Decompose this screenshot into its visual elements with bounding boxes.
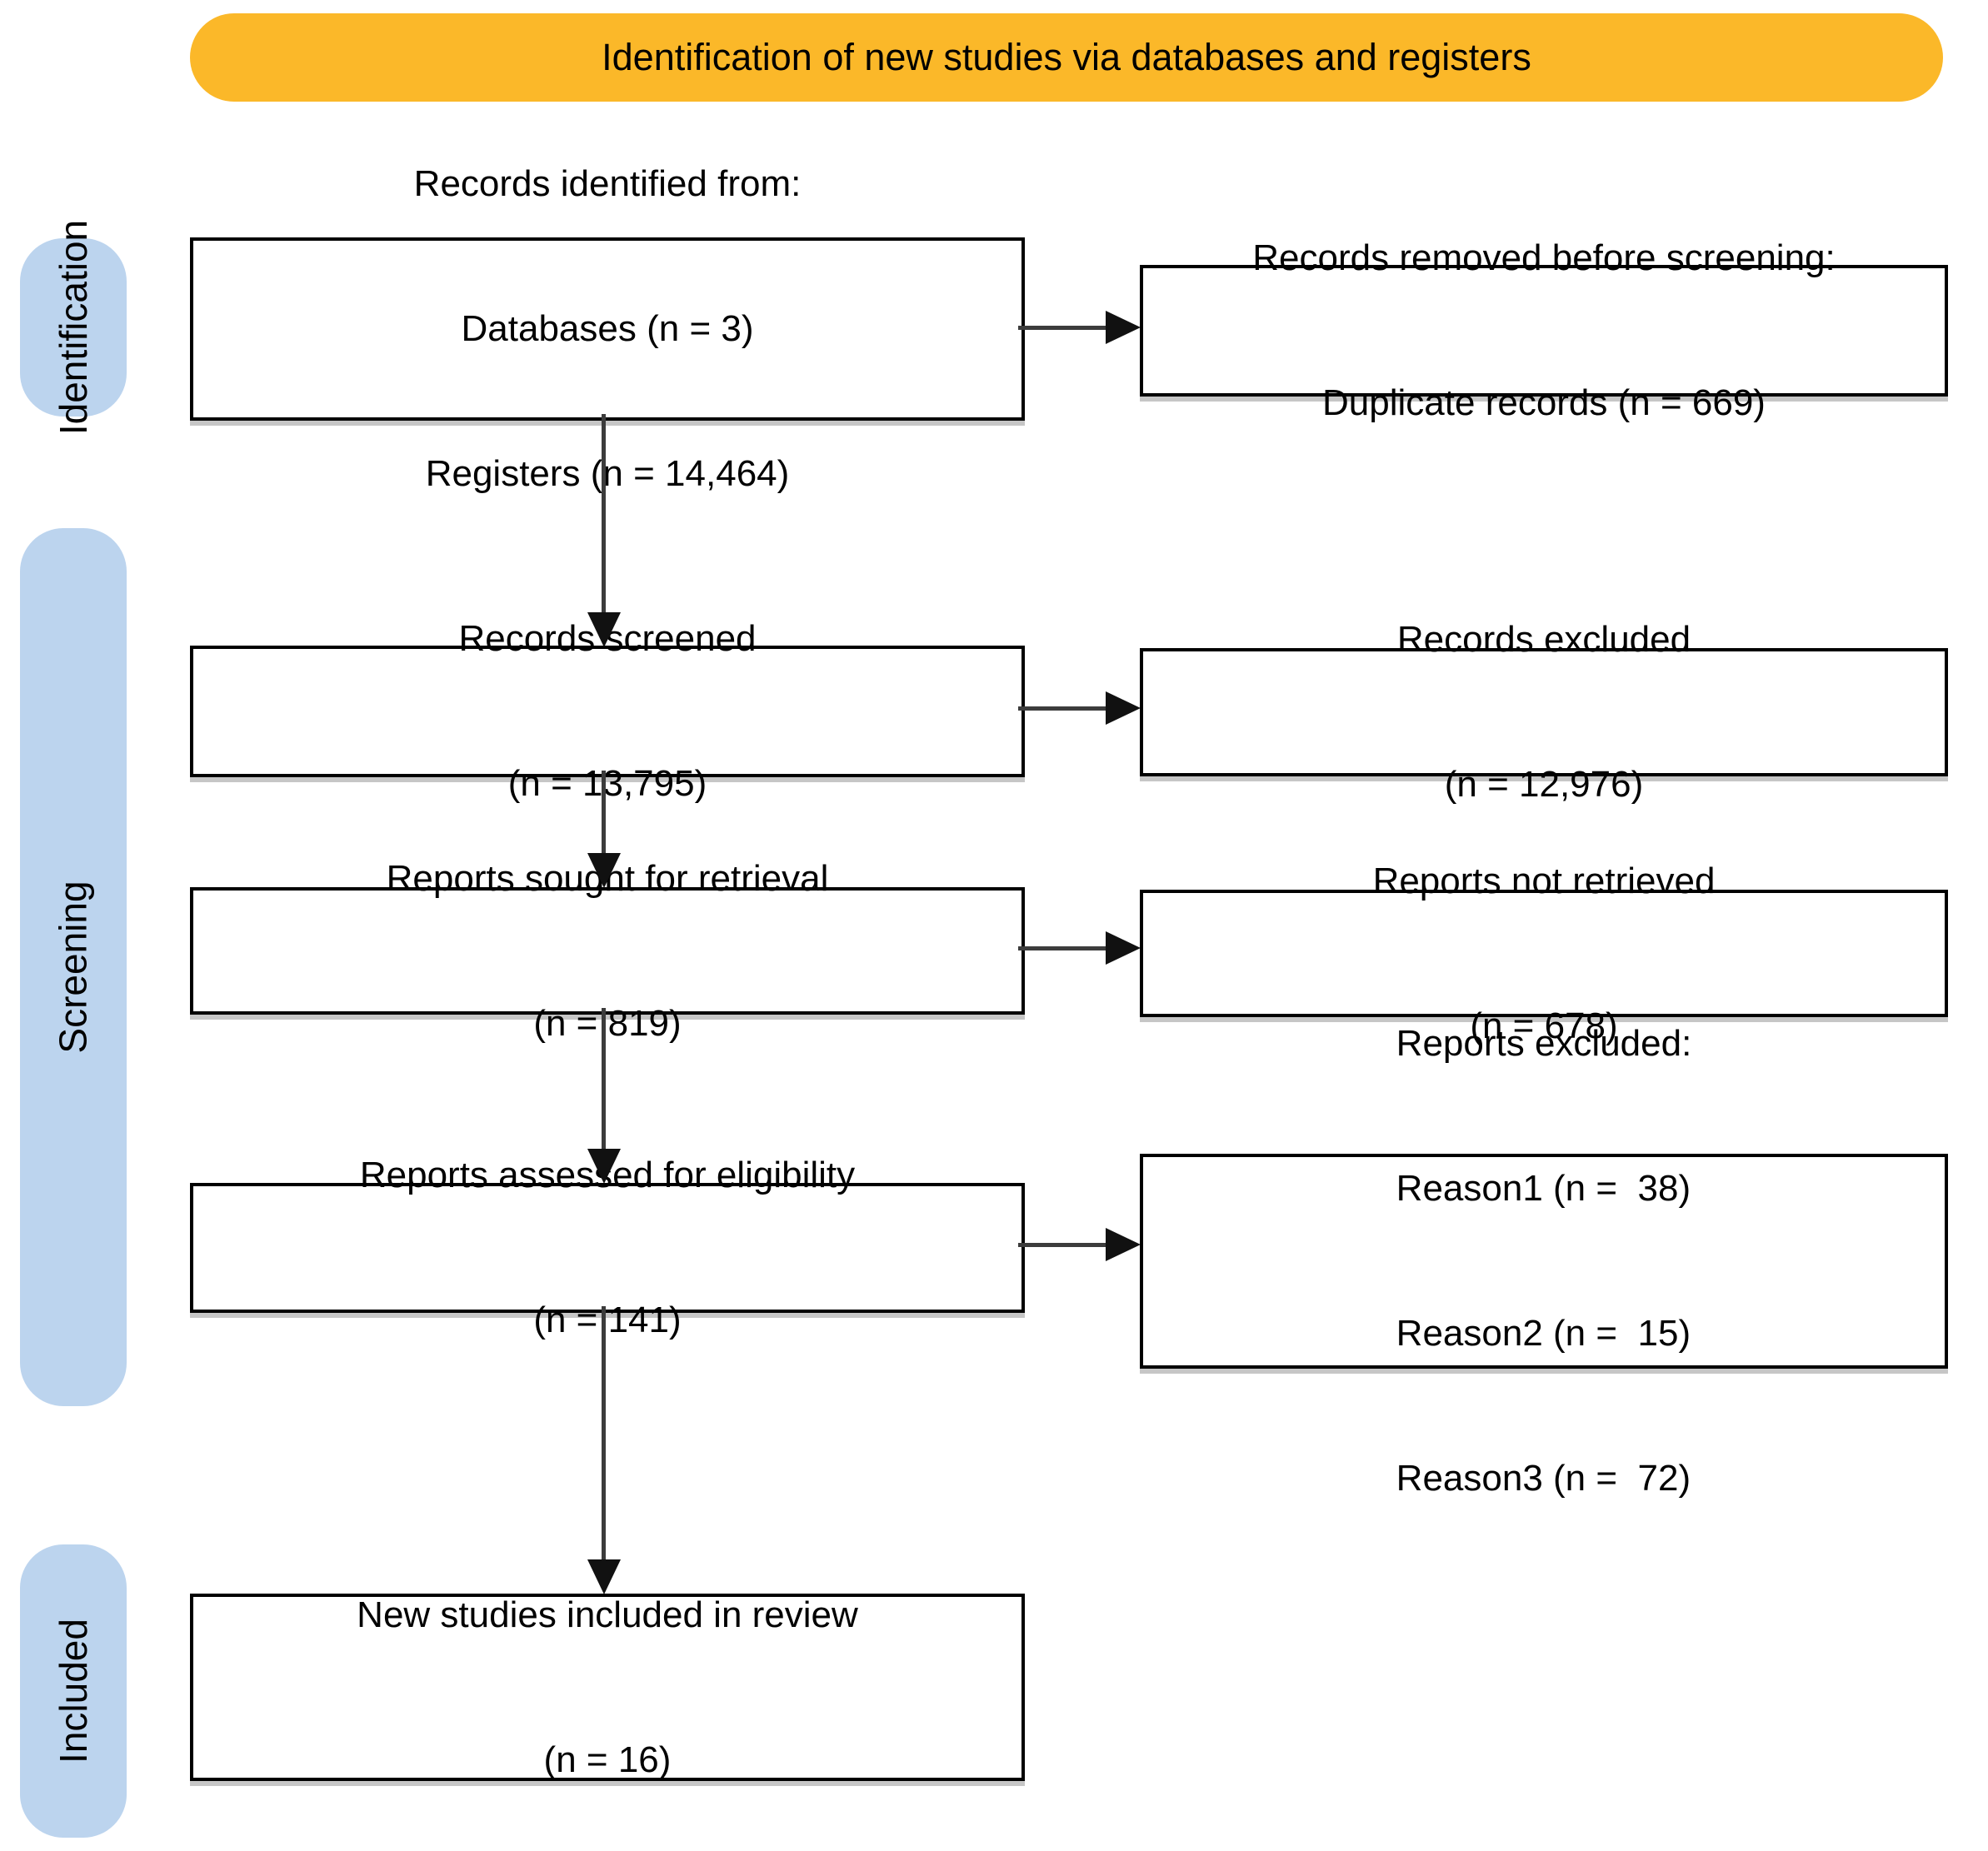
box-line: Duplicate records (n = 669) (1322, 382, 1766, 423)
flow-box-text: Reports assessed for eligibility (n = 14… (360, 1055, 855, 1441)
box-line: Records removed before screening: (1252, 237, 1836, 278)
box-line: Reason1 (n = 38) (1396, 1168, 1691, 1209)
box-line: (n = 141) (533, 1300, 682, 1340)
stage-label-screening: Screening (52, 881, 96, 1054)
arrowhead-right-icon (1106, 691, 1141, 725)
flow-box-records-identified: Records identified from: Databases (n = … (190, 163, 1025, 494)
flow-box-reports-assessed: Reports assessed for eligibility (n = 14… (190, 1155, 1025, 1340)
box-line: (n = 16) (543, 1739, 672, 1780)
arrowhead-down-icon (587, 853, 621, 888)
box-line: Databases (n = 3) (461, 308, 754, 349)
flow-box-text: Records identified from: Databases (n = … (414, 63, 802, 595)
arrow-right-identified-to-removed (1018, 326, 1108, 330)
flow-box-text: Reports not retrieved (n = 678) (1373, 761, 1716, 1147)
arrow-down-identified-to-screened (602, 414, 606, 614)
box-line: Reason3 (n = 72) (1396, 1458, 1691, 1499)
banner: Identification of new studies via databa… (190, 13, 1943, 102)
flow-box-text: Reports excluded: Reason1 (n = 38) Reaso… (1396, 923, 1692, 1599)
stage-label-included: Included (52, 1619, 96, 1764)
arrow-down-assessed-to-included (602, 1306, 606, 1562)
box-line: (n = 819) (533, 1002, 682, 1044)
stage-pill-screening: Screening (20, 528, 127, 1406)
stage-label-identification: Identification (52, 219, 95, 436)
stage-pill-identification: Identification (20, 220, 127, 435)
box-line: (n = 678) (1470, 1005, 1618, 1046)
arrow-right-assessed-to-reports-excluded (1018, 1243, 1108, 1247)
box-line: (n = 12,976) (1444, 764, 1644, 805)
box-line: New studies included in review (357, 1594, 858, 1635)
box-line: Records excluded (1396, 619, 1691, 660)
arrowhead-right-icon (1106, 931, 1141, 965)
arrow-down-screened-to-sought (602, 771, 606, 856)
box-line: Records screened (458, 618, 757, 659)
stage-pill-included: Included (20, 1544, 127, 1838)
box-line: Reason2 (n = 15) (1396, 1313, 1691, 1354)
arrow-right-sought-to-not-retrieved (1018, 946, 1108, 950)
box-line: Registers (n = 14,464) (425, 453, 790, 494)
flow-box-text: New studies included in review (n = 16) (357, 1494, 858, 1851)
arrowhead-down-icon (587, 1149, 621, 1184)
flow-box-reports-sought: Reports sought for retrieval (n = 819) (190, 858, 1025, 1044)
arrow-down-sought-to-assessed (602, 1008, 606, 1151)
flow-box-new-studies-included: New studies included in review (n = 16) (190, 1594, 1025, 1781)
box-line: Reports assessed for eligibility (359, 1155, 856, 1195)
box-line: Records identified from: (413, 163, 802, 204)
flow-box-reports-excluded: Reports excluded: Reason1 (n = 38) Reaso… (1140, 1023, 1948, 1499)
flow-box-records-removed: Records removed before screening: Duplic… (1140, 237, 1948, 423)
flow-box-text: Records excluded (n = 12,976) (1397, 519, 1691, 906)
banner-label: Identification of new studies via databa… (602, 36, 1531, 78)
flow-box-records-excluded: Records excluded (n = 12,976) (1140, 619, 1948, 805)
arrow-right-screened-to-excluded (1018, 706, 1108, 711)
arrowhead-right-icon (1106, 1228, 1141, 1261)
flow-box-reports-not-retrieved: Reports not retrieved (n = 678) (1140, 861, 1948, 1046)
flow-box-text: Records removed before screening: Duplic… (1252, 137, 1835, 524)
box-line: Reports not retrieved (1372, 860, 1716, 901)
arrowhead-down-icon (587, 612, 621, 647)
arrowhead-down-icon (587, 1559, 621, 1594)
box-line: Reports excluded: (1396, 1023, 1692, 1064)
arrowhead-right-icon (1106, 311, 1141, 344)
